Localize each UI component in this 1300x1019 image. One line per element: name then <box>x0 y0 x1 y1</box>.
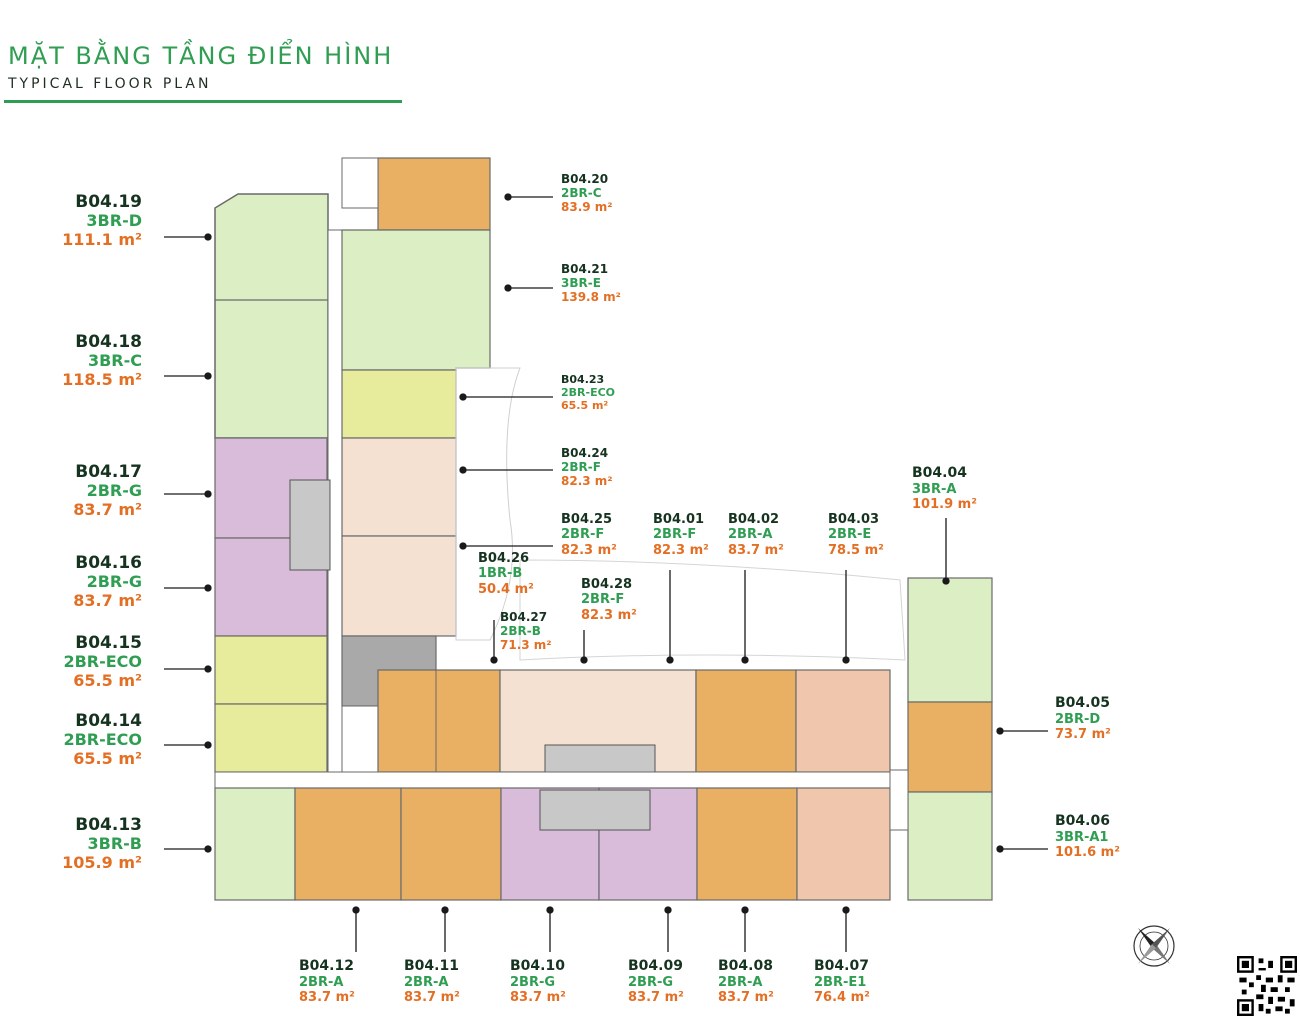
unit-B04.26-27 <box>377 669 501 773</box>
compass-icon <box>1133 925 1175 967</box>
qr-code-icon <box>1237 956 1297 1016</box>
unit-B04.07 <box>796 787 891 901</box>
unit-B04.20 <box>377 157 491 231</box>
unit-B04.13 <box>214 787 296 901</box>
unit-B04.19-and-18-area <box>214 193 329 439</box>
title-underline <box>4 100 402 103</box>
unit-B04.04 <box>907 577 993 703</box>
unit-B04.24 <box>341 437 457 537</box>
unit-B04.08 <box>696 787 798 901</box>
unit-B04.06 <box>907 791 993 901</box>
unit-B04.25 <box>341 535 457 637</box>
page-subtitle: TYPICAL FLOOR PLAN <box>8 76 212 92</box>
unit-B04.15 <box>214 635 328 705</box>
unit-B04.03 <box>795 669 891 773</box>
unit-B04.12 <box>294 787 402 901</box>
unit-B04.05 <box>907 701 993 793</box>
elevator-core-left <box>289 479 331 571</box>
unit-B04.14 <box>214 703 328 773</box>
page-title: MẶT BẰNG TẦNG ĐIỂN HÌNH <box>8 42 394 70</box>
elevator-core-right <box>544 744 656 773</box>
unit-B04.21 <box>341 229 491 371</box>
unit-B04.11 <box>400 787 502 901</box>
unit-B04.02 <box>695 669 797 773</box>
unit-B04.23 <box>341 369 457 439</box>
